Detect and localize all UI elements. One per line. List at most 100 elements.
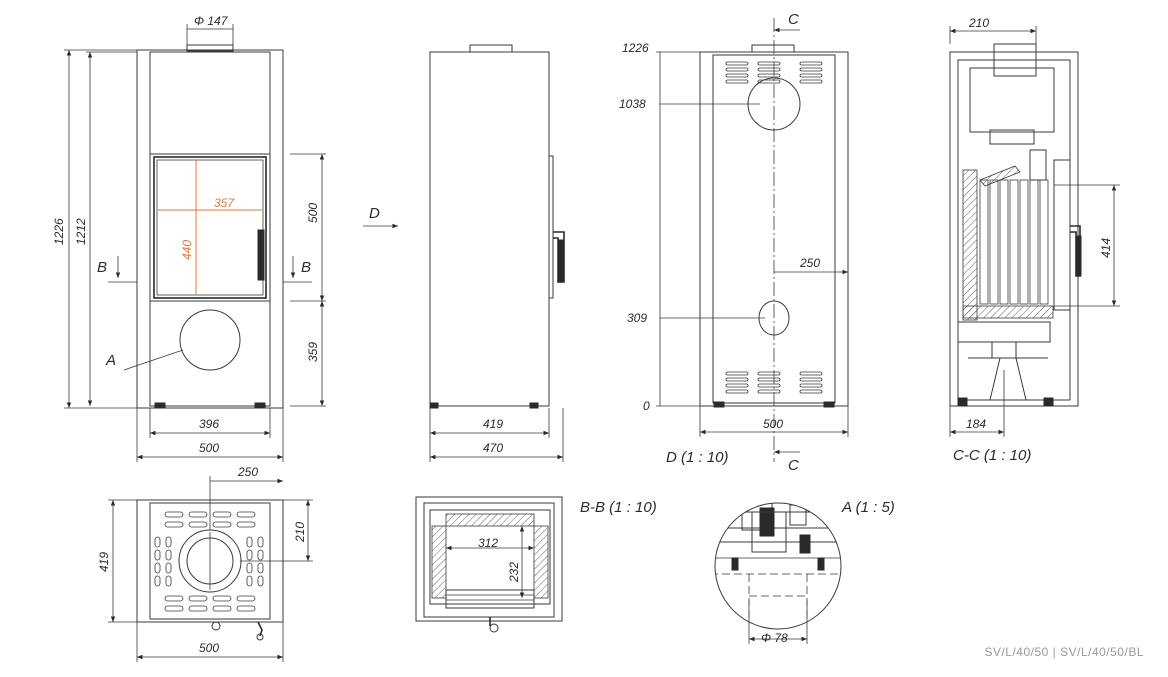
top-depth-dimension: 419 [97, 552, 111, 572]
vent-slot [257, 575, 264, 587]
vent-slot [799, 73, 823, 78]
vent-slot [257, 562, 264, 574]
vent-slot [246, 562, 253, 574]
side-view: D 419 470 [363, 44, 565, 462]
glass-height-dimension: 440 [180, 240, 194, 260]
firebrick [989, 179, 999, 305]
top-width-dimension: 500 [199, 641, 219, 655]
vent-slot [757, 377, 781, 382]
vent-slot [799, 371, 823, 376]
vent-slot [154, 575, 161, 587]
vent-slot [212, 595, 232, 602]
view-arrow-d: D [369, 205, 380, 222]
vent-slot [165, 575, 172, 587]
vent-slot [757, 67, 781, 72]
vent-slot [236, 511, 256, 518]
vent-slot [246, 536, 253, 548]
bb-firebox-depth-dimension: 232 [507, 562, 521, 583]
vent-slot [212, 511, 232, 518]
vent-slot [212, 605, 232, 612]
detail-mark-a: A [105, 352, 116, 369]
top-view: 250 210 419 500 [97, 465, 313, 662]
vent-slot [164, 511, 184, 518]
section-mark-b-right: B [301, 259, 311, 276]
vent-slot [757, 389, 781, 394]
top-offset-dimension: 250 [237, 465, 258, 479]
vent-slot [757, 79, 781, 84]
rear-height-top: 1226 [622, 41, 649, 55]
front-view: 357 440 Φ 147 1226 1212 500 359 B B A [52, 14, 326, 462]
detail-a-label: A (1 : 5) [841, 499, 895, 516]
rear-offset-dimension: 250 [799, 256, 820, 270]
firebrick [979, 179, 989, 305]
bb-firebox-width-dimension: 312 [478, 536, 498, 550]
rear-view: C C 1226 1038 309 0 250 500 D (1 : 10) [619, 11, 849, 474]
vent-slot [246, 549, 253, 561]
side-depth-inner-dimension: 419 [483, 417, 503, 431]
door-height-dimension: 500 [306, 203, 320, 223]
vent-slot [725, 389, 749, 394]
vent-slot [188, 521, 208, 528]
vent-slot [154, 536, 161, 548]
vent-slot [212, 521, 232, 528]
detail-diameter-dimension: Φ 78 [761, 631, 788, 645]
vent-slot [165, 549, 172, 561]
detail-a: Φ 78 A (1 : 5) [714, 499, 895, 645]
top-depth-centre-dimension: 210 [293, 522, 307, 543]
body-height-dimension: 1212 [74, 218, 88, 245]
firebrick [1039, 179, 1049, 305]
section-cc-label: C-C (1 : 10) [953, 447, 1031, 464]
model-code-caption: SV/L/40/50 | SV/L/40/50/BL [984, 645, 1144, 659]
firebrick [999, 179, 1009, 305]
vent-slot [799, 383, 823, 388]
vent-slot [165, 562, 172, 574]
rear-height-zero: 0 [643, 399, 650, 413]
rear-height-upper-outlet: 1038 [619, 97, 646, 111]
side-depth-outer-dimension: 470 [483, 441, 503, 455]
vent-slot [236, 605, 256, 612]
vent-slot [725, 73, 749, 78]
inner-width-dimension: 396 [199, 417, 219, 431]
section-mark-c-bottom: C [788, 457, 799, 474]
section-mark-c-top: C [788, 11, 799, 28]
section-bb: 312 232 B-B (1 : 10) [415, 496, 657, 633]
lower-height-dimension: 359 [306, 342, 320, 362]
vent-slot [799, 67, 823, 72]
vent-slot [188, 605, 208, 612]
vent-slot [725, 383, 749, 388]
vent-slot [154, 549, 161, 561]
vent-slot [164, 521, 184, 528]
vent-slot [236, 521, 256, 528]
vent-slot [257, 549, 264, 561]
outer-width-dimension: 500 [199, 441, 219, 455]
firebrick [1009, 179, 1019, 305]
cc-opening-height-dimension: 414 [1099, 238, 1113, 258]
vent-slot [799, 389, 823, 394]
rear-view-label: D (1 : 10) [666, 449, 729, 466]
rear-height-lower-outlet: 309 [627, 311, 647, 325]
vent-slot [799, 79, 823, 84]
total-height-dimension: 1226 [52, 218, 66, 245]
vent-slot [757, 383, 781, 388]
firebrick [1019, 179, 1029, 305]
rear-width-dimension: 500 [763, 417, 783, 431]
vent-slot [188, 595, 208, 602]
firebrick [1029, 179, 1039, 305]
vent-slot [257, 536, 264, 548]
section-cc: 210 414 184 C-C (1 : 10) [949, 16, 1120, 464]
vent-slot [757, 73, 781, 78]
section-mark-b-left: B [97, 259, 107, 276]
section-bb-label: B-B (1 : 10) [580, 499, 657, 516]
vent-slot [757, 371, 781, 376]
vent-slot [799, 377, 823, 382]
vent-slot [757, 61, 781, 66]
vent-slot [799, 61, 823, 66]
flue-diameter-dimension: Φ 147 [194, 14, 229, 28]
glass-width-dimension: 357 [214, 196, 235, 210]
vent-slot [164, 595, 184, 602]
vent-slot [725, 377, 749, 382]
cc-top-width-dimension: 210 [968, 16, 989, 30]
vent-slot [246, 575, 253, 587]
vent-slot [164, 605, 184, 612]
vent-slot [154, 562, 161, 574]
